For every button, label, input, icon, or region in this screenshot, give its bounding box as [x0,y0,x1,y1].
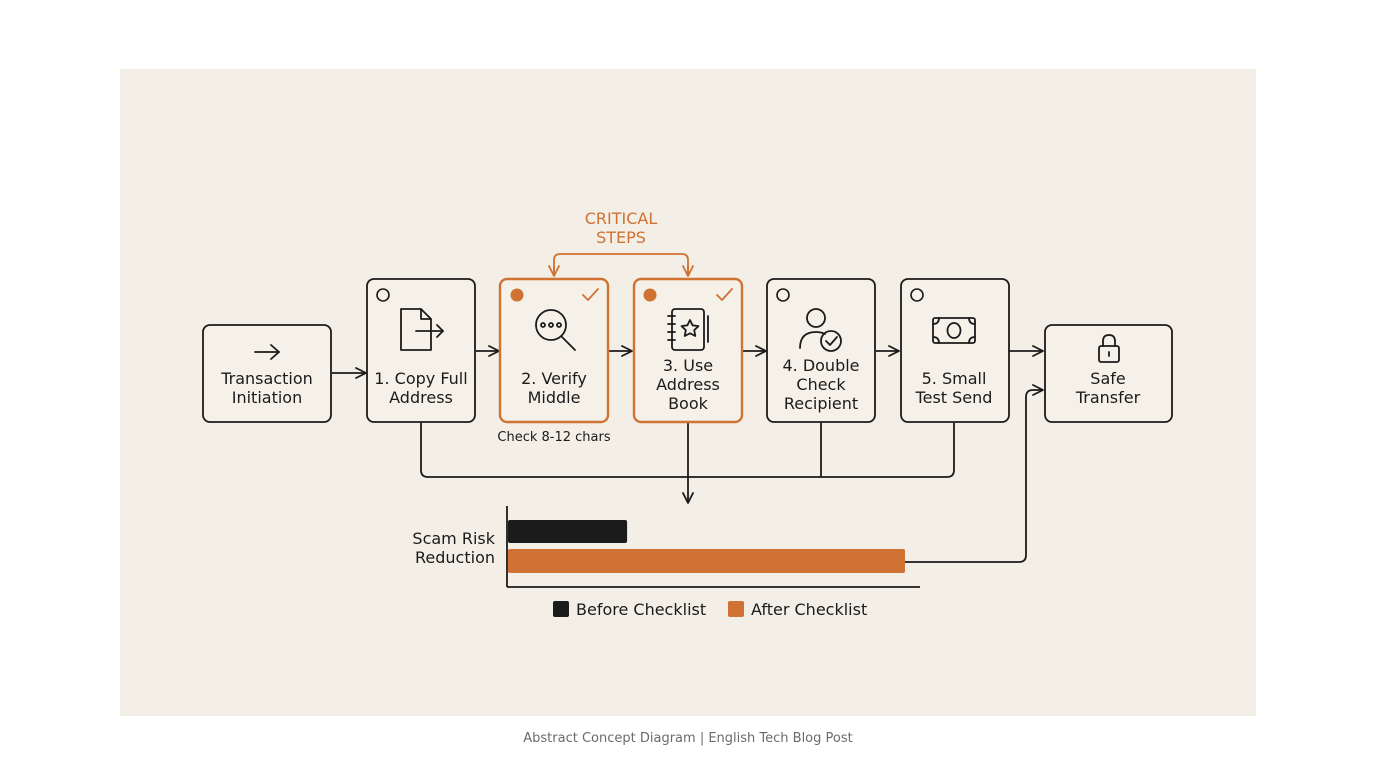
critical-label-line1: CRITICAL [585,209,658,228]
node-label-line: 1. Copy Full [374,369,467,388]
node-label-line: Test Send [915,388,993,407]
node-label-line: 4. Double [782,356,859,375]
critical-steps-group: CRITICAL STEPS [548,209,694,277]
critical-label-line2: STEPS [596,228,646,247]
lock-icon [1098,334,1120,363]
node-label-line: Recipient [784,394,858,413]
status-circle-icon [910,288,924,302]
node-label-line: Address [656,375,720,394]
legend-swatch-before [553,601,569,617]
legend-swatch-after [728,601,744,617]
legend-label-after: After Checklist [751,600,867,619]
chart-label-line2: Reduction [415,548,495,567]
connectors [332,345,1044,563]
status-dot-icon [510,288,524,302]
file-export-icon [400,308,444,351]
arrow-chart-to-end [905,384,1044,563]
node-step5-small-test-send: 5. Small Test Send [900,278,1010,423]
status-circle-icon [376,288,390,302]
node-label-line: Book [668,394,709,413]
node-label-line: Middle [528,388,581,407]
node-label-line: Safe [1090,369,1125,388]
user-check-icon [799,308,842,352]
legend-label-before: Before Checklist [576,600,706,619]
node-step2-verify-middle: 2. Verify Middle [498,277,610,424]
node-label-line: 2. Verify [521,369,587,388]
status-circle-icon [776,288,790,302]
critical-bracket [553,253,689,274]
node-label-line: Address [389,388,453,407]
node-safe-transfer: Safe Transfer [1044,324,1173,423]
bar-after-checklist [508,549,905,573]
image-caption: Abstract Concept Diagram | English Tech … [523,731,853,746]
checkmark-icon [582,288,599,301]
banknote-icon [932,317,976,344]
node-step4-double-check-recipient: 4. Double Check Recipient [766,278,876,423]
node-label-line: 3. Use [663,356,713,375]
scam-risk-chart: Scam Risk Reduction Before Checklist Aft… [412,506,920,619]
chart-label-line1: Scam Risk [412,529,495,548]
magnifier-dots-icon [535,309,576,351]
node-label-line: Transaction [220,369,313,388]
node-label-line: 5. Small [922,369,987,388]
node-label-line: Initiation [232,388,302,407]
node-step3-use-address-book: 3. Use Address Book [632,277,744,424]
node-label-line: Transfer [1075,388,1141,407]
address-book-star-icon [667,308,709,351]
node-label-line: Check [796,375,846,394]
status-dot-icon [643,288,657,302]
node-step1-copy-full-address: 1. Copy Full Address [366,278,476,423]
checkmark-icon [716,288,733,301]
bar-before-checklist [508,520,628,543]
node-transaction-initiation: Transaction Initiation [202,324,332,423]
step2-note: Check 8-12 chars [497,430,610,445]
arrow-right-icon [254,344,280,360]
